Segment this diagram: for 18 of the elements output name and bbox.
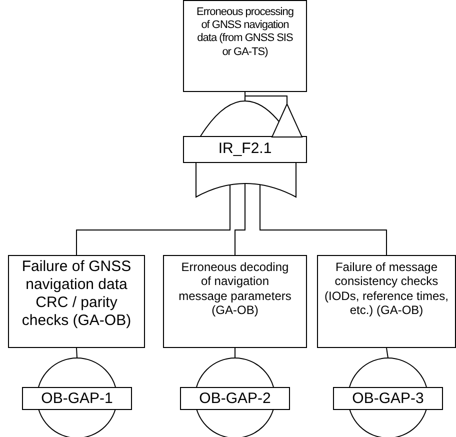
basic-event-label: OB-GAP-2 [180, 387, 290, 410]
basic-event-label: OB-GAP-3 [333, 387, 443, 410]
event-text: Failure of GNSS navigation data CRC / parity checks (GA-OB) [20, 258, 132, 330]
connector-line [244, 92, 288, 104]
connector-line [76, 348, 78, 358]
event-box [183, 0, 307, 92]
event-box [8, 255, 145, 348]
connector-line [260, 184, 387, 256]
event-box [317, 255, 456, 348]
connector-line [76, 184, 230, 256]
event-text: Erroneous processing of GNSS navigation data (from GNSS SIS or GA-TS) [195, 6, 294, 59]
event-box [163, 255, 307, 348]
basic-event-label: OB-GAP-1 [22, 387, 132, 410]
event-text: Erroneous decoding of navigation message parameters (GA-OB) [178, 260, 292, 318]
connector-line [234, 348, 236, 358]
connector-line [234, 183, 246, 256]
connector-line [386, 348, 388, 358]
event-text: Failure of message consistency checks (IODs, reference times, etc.) (GA-OB) [323, 260, 450, 318]
